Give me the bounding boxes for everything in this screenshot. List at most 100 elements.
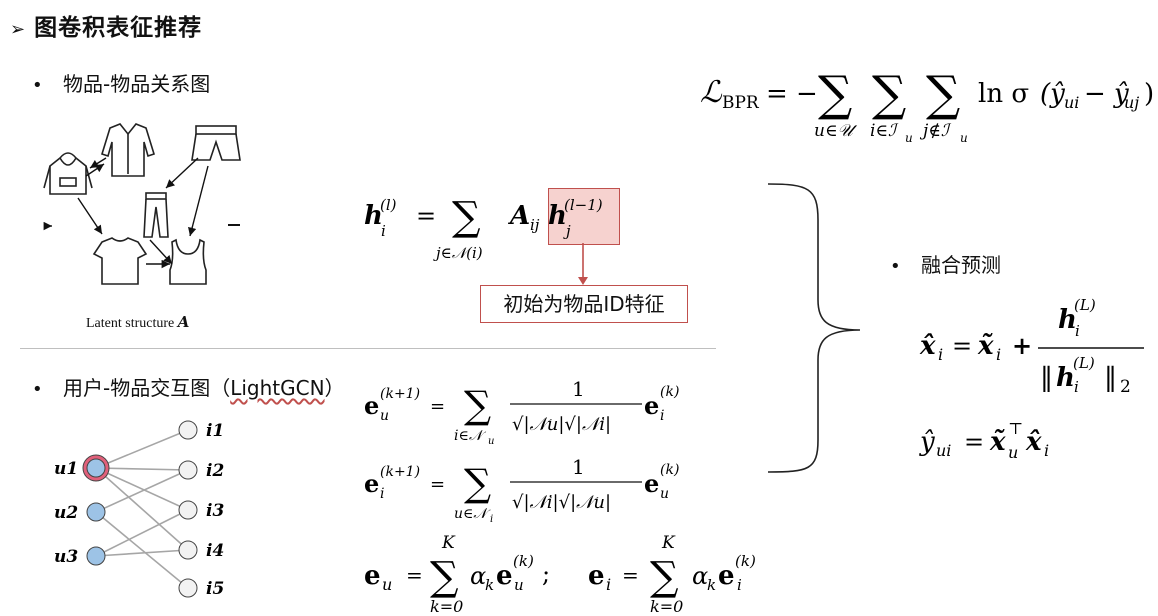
svg-text:=: = xyxy=(406,563,423,587)
item-node-label: i5 xyxy=(206,579,224,599)
graph-edge xyxy=(95,429,189,469)
svg-text:k=0: k=0 xyxy=(430,597,463,616)
svg-text:(k): (k) xyxy=(735,552,756,570)
svg-text:(L): (L) xyxy=(1073,354,1095,372)
item-node xyxy=(178,500,198,520)
svg-text:x̂: x̂ xyxy=(1025,427,1042,457)
prop-sum: ∑ xyxy=(452,194,481,240)
bpr-sum3-sub: j∉ℐ xyxy=(919,121,952,141)
item-sum: ∑ xyxy=(464,461,491,505)
svg-text:K: K xyxy=(441,533,456,553)
svg-text:ij: ij xyxy=(530,216,540,234)
svg-text:α: α xyxy=(692,562,708,590)
user-node-label: u3 xyxy=(54,547,78,567)
interaction-graph-label-prefix: 用户-物品交互图（ xyxy=(62,376,231,400)
svg-text:=: = xyxy=(952,332,972,360)
svg-text:− ŷ: − ŷ xyxy=(1084,79,1129,109)
svg-text:e: e xyxy=(644,469,659,498)
svg-text:=: = xyxy=(430,474,445,495)
svg-text:=: = xyxy=(416,202,436,230)
item-node-label: i4 xyxy=(206,541,224,561)
svg-text:(l): (l) xyxy=(380,196,397,214)
bpr-sum1-sub: u∈𝒰 xyxy=(814,121,858,141)
svg-text:e: e xyxy=(364,391,379,420)
item-node xyxy=(178,420,198,440)
bpr-L-symbol: ℒ xyxy=(700,75,723,110)
tank-top-icon xyxy=(169,238,207,285)
svg-text:x̃: x̃ xyxy=(977,331,994,361)
svg-text:i: i xyxy=(1074,378,1079,396)
svg-text:u: u xyxy=(380,408,389,424)
svg-text:k: k xyxy=(485,576,494,594)
svg-text:i: i xyxy=(660,408,664,424)
user-node xyxy=(86,502,106,522)
svg-text:): ) xyxy=(1144,79,1154,109)
svg-text:√|𝒩i|√|𝒩u|: √|𝒩i|√|𝒩u| xyxy=(512,492,611,513)
svg-text:u: u xyxy=(382,575,392,594)
lightgcn-link[interactable]: LightGCN xyxy=(230,376,325,400)
section-divider xyxy=(20,348,716,349)
svg-text:(L): (L) xyxy=(1074,296,1096,314)
svg-text:i: i xyxy=(380,486,384,502)
svg-text:‖: ‖ xyxy=(1040,363,1053,393)
lightgcn-item-formula: e (k+1) i = ∑ u∈𝒩 i 1 √|𝒩i|√|𝒩u| e (k) u xyxy=(364,455,679,524)
highlight-box xyxy=(548,188,620,245)
bpr-sum-2: ∑ xyxy=(872,66,906,122)
svg-text:h: h xyxy=(1058,305,1077,335)
dash-mark xyxy=(228,224,240,226)
svg-text:h: h xyxy=(1056,363,1075,393)
svg-text:uj: uj xyxy=(1124,93,1139,112)
item-node xyxy=(178,578,198,598)
item-node xyxy=(178,540,198,560)
bullet-dot: • xyxy=(32,379,43,400)
svg-text:i: i xyxy=(938,345,943,364)
svg-text:k: k xyxy=(707,576,716,594)
graph-edge xyxy=(95,511,189,589)
tshirt-icon xyxy=(92,237,148,285)
bpr-sum2-sub: i∈ℐ xyxy=(870,121,899,141)
svg-text:i: i xyxy=(737,576,742,594)
svg-text:(k+1): (k+1) xyxy=(380,464,420,480)
user-node-label: u1 xyxy=(54,459,78,479)
graph-edge xyxy=(95,467,189,511)
propagation-formula: h (l) i = ∑ j∈𝒩(i) A ij h (l−1) j xyxy=(364,194,603,262)
svg-text:x̂: x̂ xyxy=(919,331,936,361)
bpr-sum-3: ∑ xyxy=(926,66,960,122)
svg-text:K: K xyxy=(661,533,676,553)
final-sum-u: ∑ xyxy=(430,554,459,600)
svg-text:=: = xyxy=(622,563,639,587)
svg-text:x̃: x̃ xyxy=(989,427,1006,457)
svg-text:u: u xyxy=(488,436,494,446)
svg-text:ui: ui xyxy=(936,441,951,460)
bpr-sum-1: ∑ xyxy=(818,66,852,122)
svg-text:u: u xyxy=(960,131,968,145)
svg-text:α: α xyxy=(470,562,486,590)
jacket-icon xyxy=(101,123,155,177)
svg-text:=: = xyxy=(430,396,445,417)
svg-text:√|𝒩u|√|𝒩i|: √|𝒩u|√|𝒩i| xyxy=(512,414,611,435)
svg-text:2: 2 xyxy=(1120,377,1131,397)
lightgcn-user-formula: e (k+1) u = ∑ i∈𝒩 u 1 √|𝒩u|√|𝒩i| e (k) i xyxy=(364,377,679,446)
graph-edge xyxy=(95,469,189,513)
bpr-sub: BPR xyxy=(722,93,760,113)
svg-text:e: e xyxy=(364,561,381,591)
bullet-item-fusion: • 融合预测 xyxy=(890,249,1001,278)
interaction-graph-label-suffix: ） xyxy=(324,376,345,400)
svg-text:e: e xyxy=(644,391,659,420)
svg-text:(k): (k) xyxy=(660,384,679,400)
bpr-ln-sigma: ln σ xyxy=(978,79,1029,109)
svg-text:=: = xyxy=(964,428,984,456)
svg-text:u: u xyxy=(1008,443,1018,462)
svg-text:i: i xyxy=(606,575,611,594)
shorts-icon xyxy=(191,125,241,161)
svg-text:h: h xyxy=(364,201,383,231)
annotation-arrow xyxy=(578,243,588,285)
svg-text:‖: ‖ xyxy=(1104,363,1117,393)
latent-structure-caption: Latent structure A xyxy=(86,313,190,331)
item-node-label: i1 xyxy=(206,421,224,441)
svg-text:e: e xyxy=(588,561,605,591)
right-brace xyxy=(767,183,861,473)
item-graph-illustration xyxy=(43,123,241,285)
item-graph-label: 物品-物品关系图 xyxy=(62,72,211,96)
